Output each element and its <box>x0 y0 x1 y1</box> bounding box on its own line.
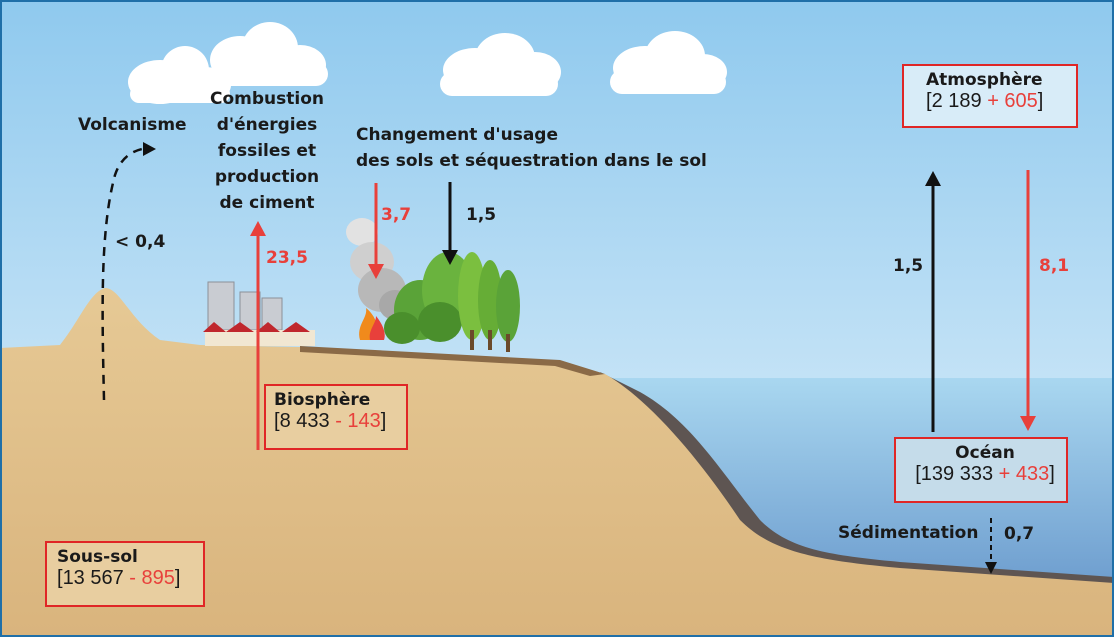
cloud-icon <box>210 22 328 86</box>
land-use-label: Changement d'usage des sols et séquestra… <box>356 122 707 174</box>
ocean-to-atmosphere-value: 1,5 <box>893 256 924 276</box>
bracket: [ <box>915 463 921 485</box>
combustion-label-line: production <box>214 167 320 187</box>
ocean-change: + 433 <box>998 463 1050 485</box>
bracket: ] <box>1037 90 1044 112</box>
subsoil-reservoir-name: Sous-sol <box>57 547 138 567</box>
land <box>0 288 1114 637</box>
combustion-label-line: de ciment <box>219 193 315 213</box>
cloud-icon <box>128 46 231 104</box>
combustion-label-line: d'énergies <box>216 115 318 135</box>
arrowhead-icon <box>1020 416 1036 431</box>
subsoil-stock: 13 567 <box>62 567 124 589</box>
biosphere-stock: 8 433 <box>279 410 330 432</box>
ocean-stock: 139 333 <box>920 463 994 485</box>
subsoil-change: - 895 <box>129 567 175 589</box>
biosphere-reservoir-box: Biosphère [8 433 - 143] <box>264 384 408 450</box>
arrowhead-icon <box>143 142 156 156</box>
biosphere-reservoir-name: Biosphère <box>274 390 371 410</box>
volcanism-label: Volcanisme <box>78 115 187 135</box>
bracket: [ <box>274 410 280 432</box>
sedimentation-value: 0,7 <box>1004 524 1035 544</box>
forest-icon <box>384 252 520 352</box>
city-icon <box>203 281 315 346</box>
subsoil-reservoir-box: Sous-sol [13 567 - 895] <box>45 541 205 607</box>
ocean-reservoir-value: [139 333 + 433] <box>904 463 1066 486</box>
bracket: ] <box>1049 463 1055 485</box>
atmosphere-stock: 2 189 <box>931 90 982 112</box>
arrowhead-icon <box>985 562 997 574</box>
fire-icon <box>359 308 385 340</box>
subsoil-reservoir-value: [13 567 - 895] <box>57 567 203 590</box>
atmosphere-reservoir-box: Atmosphère [2 189 + 605] <box>902 64 1078 128</box>
arrowhead-icon <box>368 264 384 279</box>
atmosphere-reservoir-name: Atmosphère <box>926 70 1043 90</box>
combustion-flow-value: 23,5 <box>266 248 308 268</box>
cloud-icon <box>440 33 561 96</box>
atmosphere-change: + 605 <box>987 90 1038 112</box>
bracket: ] <box>380 410 387 432</box>
atmosphere-to-ocean-value: 8,1 <box>1039 256 1070 276</box>
land-use-label-line: des sols et séquestration dans le sol <box>356 151 707 171</box>
bracket: ] <box>174 567 181 589</box>
combustion-label-line: Combustion <box>210 89 324 109</box>
ocean-reservoir-name: Océan <box>955 443 1015 463</box>
combustion-label-line: fossiles et <box>217 141 317 161</box>
land-use-label-line: Changement d'usage <box>356 125 559 145</box>
atmosphere-reservoir-value: [2 189 + 605] <box>926 90 1076 113</box>
arrowhead-icon <box>250 221 266 236</box>
volcanism-flow-value: < 0,4 <box>115 232 166 252</box>
biosphere-reservoir-value: [8 433 - 143] <box>274 410 406 433</box>
land-sink-value: 1,5 <box>466 205 497 225</box>
bracket: [ <box>926 90 932 112</box>
ocean-reservoir-box: Océan [139 333 + 433] <box>894 437 1068 503</box>
land-use-emission-value: 3,7 <box>381 205 412 225</box>
sedimentation-label: Sédimentation <box>838 523 979 543</box>
biosphere-change: - 143 <box>335 410 381 432</box>
arrowhead-icon <box>442 250 458 265</box>
cloud-icon <box>610 31 727 94</box>
arrowhead-icon <box>925 171 941 186</box>
combustion-label: Combustion d'énergies fossiles et produc… <box>200 86 334 216</box>
topsoil <box>300 346 605 376</box>
bracket: [ <box>57 567 63 589</box>
